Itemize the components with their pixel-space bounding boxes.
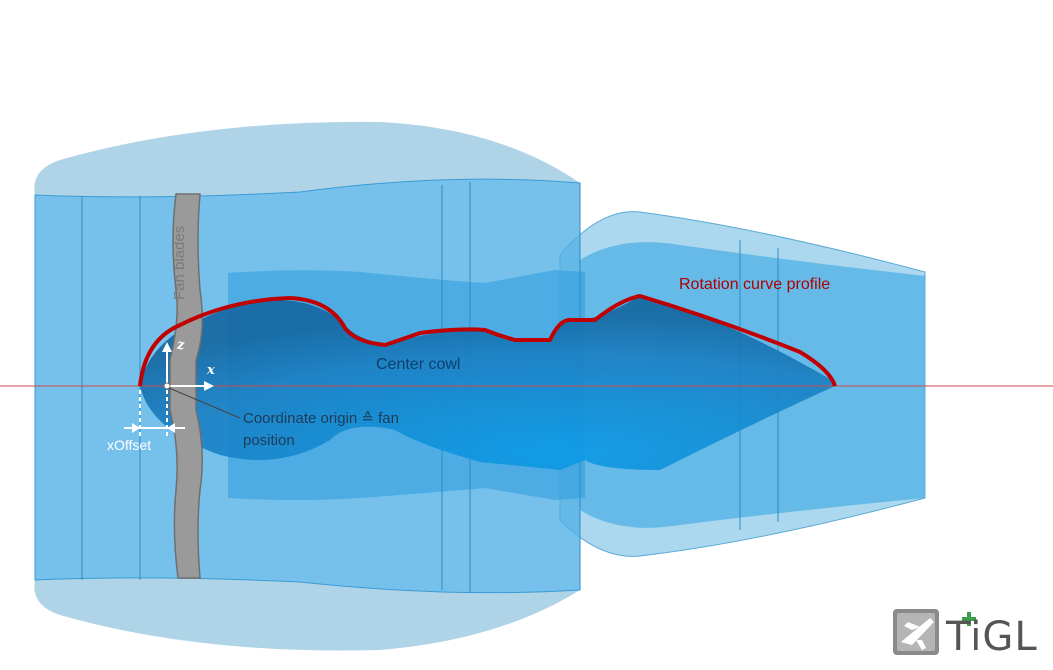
tigl-logo-plus [962,612,976,626]
coordinate-origin-label: Coordinate origin ≙ fan position [243,410,399,449]
fan-cowl-bottom [34,577,581,651]
origin-point [163,382,171,390]
rotation-curve-profile [138,294,837,387]
axis-z-label: z [177,338,185,353]
fan-blades-label: Fan blades [171,225,188,300]
xoffset-label: xOffset [107,437,152,453]
tigl-logo-text: TiGL [946,614,1038,660]
center-cowl [140,296,835,470]
coordinate-axes [162,342,214,391]
axis-x-label: x [207,363,215,378]
center-cowl-label: Center cowl [376,356,461,373]
fan-cowl-top [34,121,581,197]
rotation-curve-profile-label: Rotation curve profile [679,276,831,293]
xoffset-dimension [124,390,185,437]
origin-leader [168,387,241,419]
tigl-logo-icon [893,609,939,655]
